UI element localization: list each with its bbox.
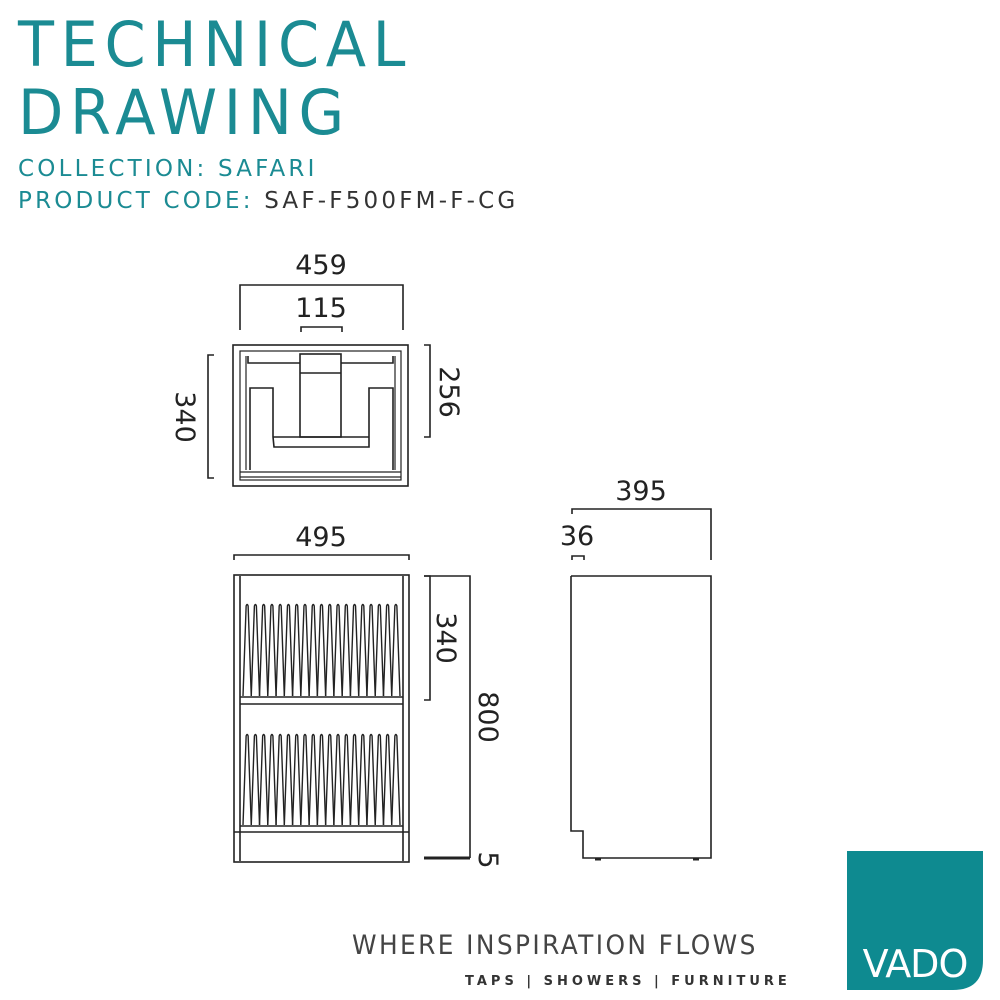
drawer-slat bbox=[291, 603, 302, 697]
dim-top-width: 459 bbox=[295, 250, 347, 281]
dim-front-drawer: 340 bbox=[430, 612, 461, 664]
dim-top-inner: 115 bbox=[295, 293, 347, 324]
drawer-slats bbox=[242, 603, 401, 826]
drawer-slat bbox=[324, 603, 335, 697]
dim-top-inner-depth: 256 bbox=[433, 366, 464, 418]
dim-front-foot: 5 bbox=[472, 851, 503, 868]
logo-text: VADO bbox=[863, 942, 968, 986]
drawer-slat bbox=[391, 733, 401, 826]
dim-top-depth: 340 bbox=[169, 391, 200, 443]
product-code-value: SAF-F500FM-F-CG bbox=[264, 188, 519, 214]
title-line-2: DRAWING bbox=[18, 76, 351, 149]
drawer-slat bbox=[333, 733, 343, 826]
dim-side-depth: 395 bbox=[615, 476, 667, 507]
side-view bbox=[570, 575, 712, 861]
drawer-slat bbox=[316, 603, 327, 697]
product-categories: TAPS | SHOWERS | FURNITURE bbox=[465, 974, 791, 989]
tagline: WHERE INSPIRATION FLOWS bbox=[352, 930, 758, 961]
drawer-slat bbox=[242, 733, 252, 826]
drawer-slat bbox=[366, 733, 376, 826]
drawer-slat bbox=[357, 733, 368, 826]
drawer-slat bbox=[341, 733, 352, 826]
dim-side-top: 36 bbox=[560, 521, 594, 552]
drawer-slat bbox=[242, 603, 252, 697]
dim-front-height: 800 bbox=[472, 691, 503, 743]
collection-value: SAFARI bbox=[218, 156, 318, 182]
drawer-slat bbox=[374, 603, 385, 697]
collection-line: COLLECTION: SAFARI bbox=[18, 158, 318, 181]
drawer-slat bbox=[391, 603, 401, 697]
drawer-slat bbox=[291, 733, 302, 826]
drawer-slat bbox=[349, 603, 360, 697]
drawer-slat bbox=[283, 733, 294, 826]
drawer-slat bbox=[283, 603, 294, 697]
vado-logo: VADO bbox=[847, 851, 983, 990]
drawer-slat bbox=[308, 603, 319, 697]
drawer-slat bbox=[258, 603, 269, 697]
dim-front-width: 495 bbox=[295, 522, 347, 553]
top-view-dimensions bbox=[207, 284, 431, 479]
drawer-slat bbox=[333, 603, 343, 697]
product-code-line: PRODUCT CODE: SAF-F500FM-F-CG bbox=[18, 190, 518, 213]
drawer-slat bbox=[275, 733, 286, 826]
drawer-slat bbox=[250, 733, 261, 826]
drawer-slat bbox=[267, 733, 277, 826]
drawer-slat bbox=[382, 733, 393, 826]
side-view-dimensions bbox=[571, 508, 712, 560]
drawer-slat bbox=[300, 733, 310, 826]
title-line-1: TECHNICAL bbox=[18, 8, 413, 81]
drawer-slat bbox=[374, 733, 385, 826]
drawer-slat bbox=[324, 733, 335, 826]
front-view bbox=[233, 574, 410, 863]
drawer-slat bbox=[308, 733, 319, 826]
product-code-label: PRODUCT CODE: bbox=[18, 188, 254, 214]
collection-label: COLLECTION: bbox=[18, 156, 208, 182]
drawer-slat bbox=[366, 603, 376, 697]
top-view bbox=[232, 344, 409, 487]
front-view-dimensions bbox=[233, 554, 471, 860]
drawer-slat bbox=[341, 603, 352, 697]
drawer-slat bbox=[300, 603, 310, 697]
drawer-slat bbox=[258, 733, 269, 826]
drawer-slat bbox=[250, 603, 261, 697]
drawer-slat bbox=[316, 733, 327, 826]
drawer-slat bbox=[349, 733, 360, 826]
drawer-slat bbox=[382, 603, 393, 697]
drawer-slat bbox=[357, 603, 368, 697]
drawer-slat bbox=[275, 603, 286, 697]
drawer-slat bbox=[267, 603, 277, 697]
